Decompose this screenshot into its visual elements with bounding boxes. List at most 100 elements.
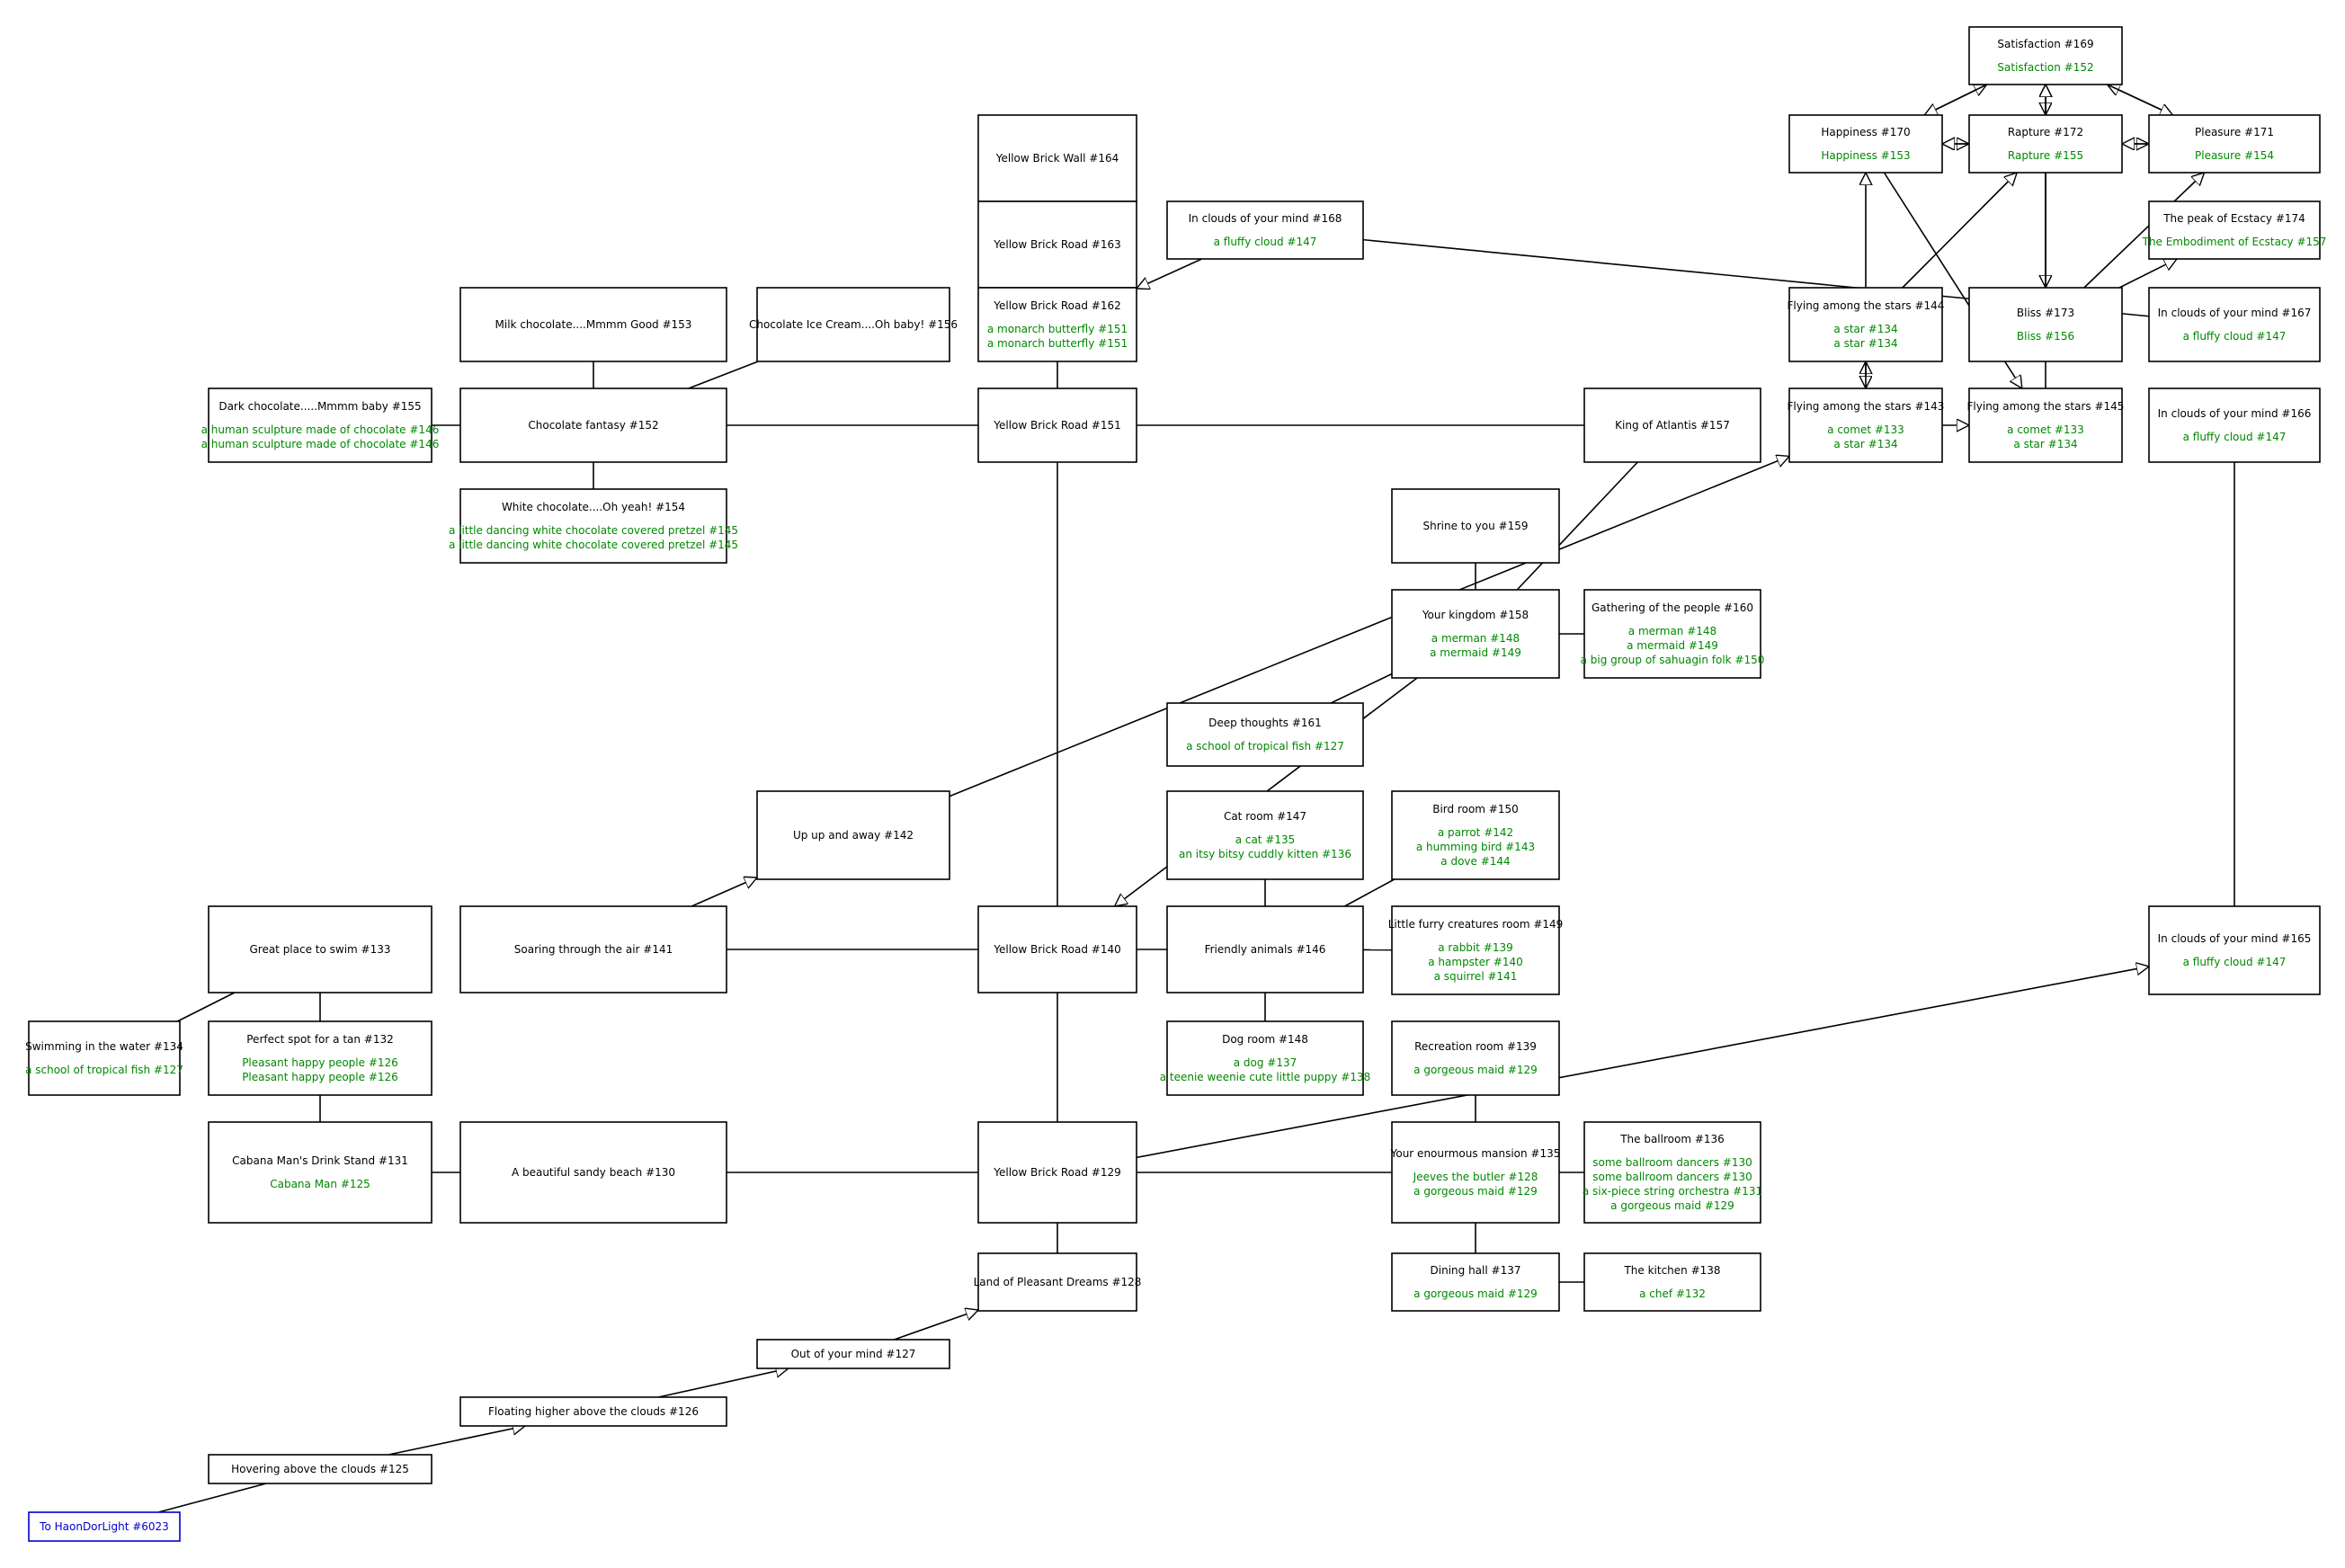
room-box[interactable] xyxy=(208,388,432,463)
room-box[interactable] xyxy=(1166,702,1364,767)
room-box[interactable] xyxy=(1788,287,1943,362)
room-node-r142[interactable]: Up up and away #142 xyxy=(756,790,950,880)
room-node-r151[interactable]: Yellow Brick Road #151 xyxy=(977,388,1137,463)
room-box[interactable] xyxy=(208,1020,432,1096)
room-node-r128[interactable]: Land of Pleasant Dreams #128 xyxy=(974,1252,1142,1312)
room-box[interactable] xyxy=(1391,1121,1560,1224)
room-box[interactable] xyxy=(208,905,432,993)
room-node-r129[interactable]: Yellow Brick Road #129 xyxy=(977,1121,1137,1224)
room-box[interactable] xyxy=(1166,200,1364,260)
room-box[interactable] xyxy=(2148,114,2321,174)
room-box[interactable] xyxy=(2148,287,2321,362)
room-box[interactable] xyxy=(977,200,1137,289)
room-box[interactable] xyxy=(1391,589,1560,679)
room-node-r130[interactable]: A beautiful sandy beach #130 xyxy=(459,1121,727,1224)
room-box[interactable] xyxy=(2148,905,2321,995)
room-box[interactable] xyxy=(459,1121,727,1224)
room-node-r159[interactable]: Shrine to you #159 xyxy=(1391,488,1560,564)
room-box[interactable] xyxy=(977,1252,1137,1312)
room-box[interactable] xyxy=(1391,1020,1560,1096)
room-box[interactable] xyxy=(977,905,1137,993)
room-box[interactable] xyxy=(28,1511,181,1542)
room-box[interactable] xyxy=(2148,200,2321,260)
room-box[interactable] xyxy=(1968,26,2123,85)
room-box[interactable] xyxy=(1583,1252,1761,1312)
room-box[interactable] xyxy=(1166,1020,1364,1096)
room-box[interactable] xyxy=(1391,790,1560,880)
room-node-r156[interactable]: Chocolate Ice Cream....Oh baby! #156 xyxy=(749,287,958,362)
room-box[interactable] xyxy=(1968,114,2123,174)
room-box[interactable] xyxy=(1583,589,1761,679)
room-box[interactable] xyxy=(1968,287,2123,362)
room-node-r140[interactable]: Yellow Brick Road #140 xyxy=(977,905,1137,993)
room-box[interactable] xyxy=(756,790,950,880)
room-box[interactable] xyxy=(1583,388,1761,463)
room-box[interactable] xyxy=(459,388,727,463)
room-box[interactable] xyxy=(1166,790,1364,880)
room-box[interactable] xyxy=(1968,388,2123,463)
room-box[interactable] xyxy=(1788,114,1943,174)
room-node-r164[interactable]: Yellow Brick Wall #164 xyxy=(977,114,1137,202)
room-box[interactable] xyxy=(459,905,727,993)
room-node-r153[interactable]: Milk chocolate....Mmmm Good #153 xyxy=(459,287,727,362)
room-box[interactable] xyxy=(756,1339,950,1369)
room-box[interactable] xyxy=(1391,905,1560,995)
room-box[interactable] xyxy=(459,287,727,362)
room-box[interactable] xyxy=(28,1020,181,1096)
room-box[interactable] xyxy=(459,1396,727,1427)
room-box[interactable] xyxy=(1583,1121,1761,1224)
room-node-r127[interactable]: Out of your mind #127 xyxy=(756,1339,950,1369)
room-node-r146[interactable]: Friendly animals #146 xyxy=(1166,905,1364,993)
room-box[interactable] xyxy=(1788,388,1943,463)
room-box[interactable] xyxy=(1391,488,1560,564)
room-box[interactable] xyxy=(208,1121,432,1224)
room-node-r152[interactable]: Chocolate fantasy #152 xyxy=(459,388,727,463)
room-box[interactable] xyxy=(977,388,1137,463)
room-node-r133[interactable]: Great place to swim #133 xyxy=(208,905,432,993)
room-box[interactable] xyxy=(977,1121,1137,1224)
room-node-r141[interactable]: Soaring through the air #141 xyxy=(459,905,727,993)
room-box[interactable] xyxy=(1391,1252,1560,1312)
room-node-r163[interactable]: Yellow Brick Road #163 xyxy=(977,200,1137,289)
room-node-r126[interactable]: Floating higher above the clouds #126 xyxy=(459,1396,727,1427)
room-node-r157[interactable]: King of Atlantis #157 xyxy=(1583,388,1761,463)
room-box[interactable] xyxy=(208,1454,432,1484)
room-box[interactable] xyxy=(459,488,727,564)
room-box[interactable] xyxy=(756,287,950,362)
room-box[interactable] xyxy=(977,114,1137,202)
exit-node-exit6023[interactable]: To HaonDorLight #6023 xyxy=(28,1511,181,1542)
room-box[interactable] xyxy=(2148,388,2321,463)
room-box[interactable] xyxy=(1166,905,1364,993)
